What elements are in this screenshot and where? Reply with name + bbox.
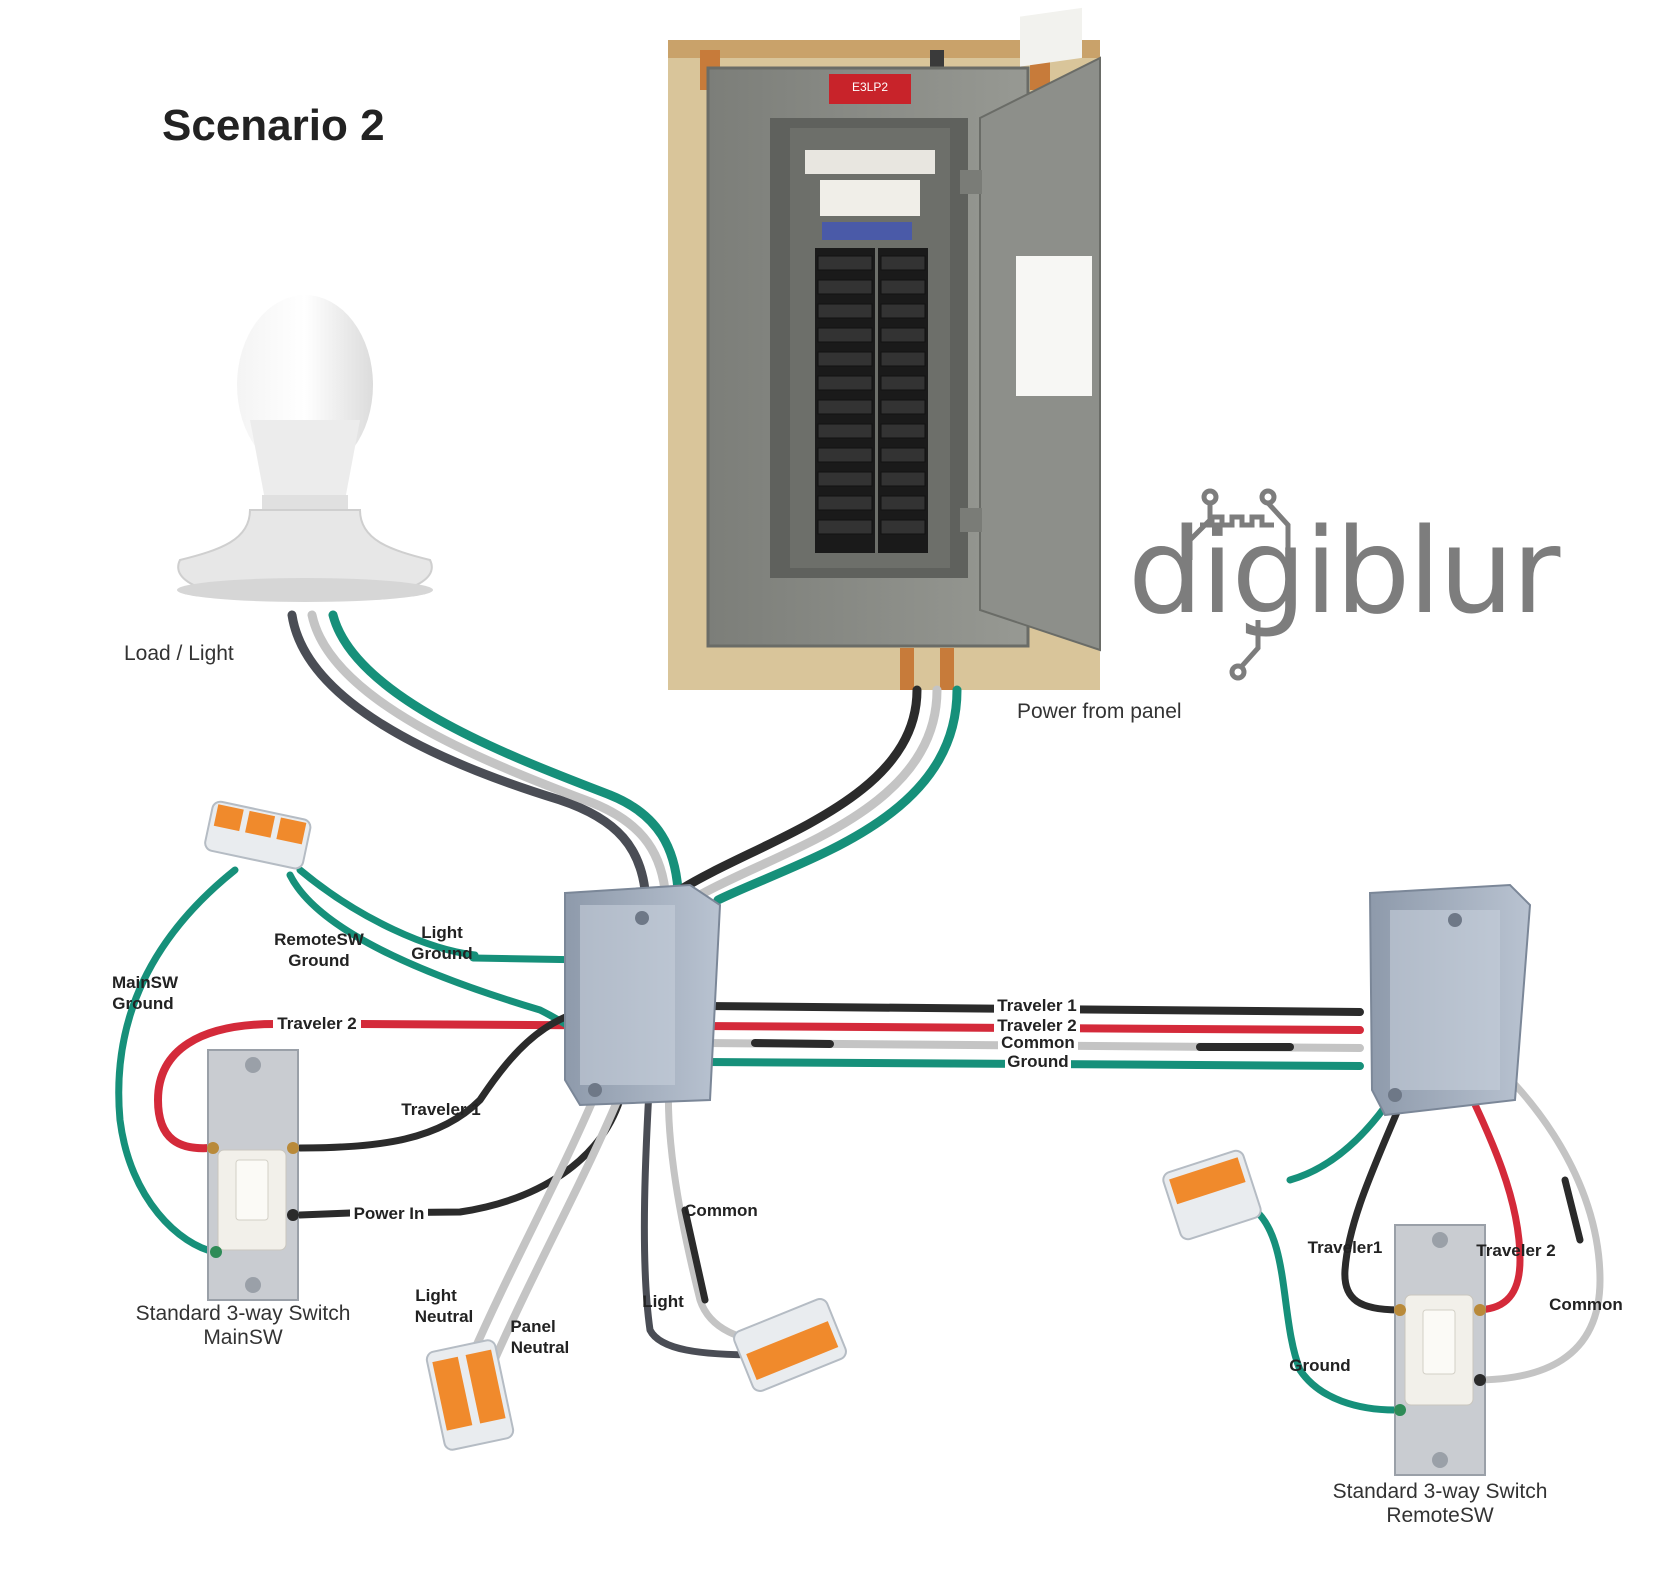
three-way-switch-remote-icon bbox=[1394, 1224, 1486, 1476]
logo-text: digiblur bbox=[1128, 502, 1561, 640]
label-remotesw-ground-2: Ground bbox=[288, 951, 349, 970]
label-light-neutral-1: Light bbox=[415, 1286, 457, 1305]
label-panel-neutral-2: Neutral bbox=[511, 1338, 570, 1357]
run-traveler2 bbox=[356, 1020, 1364, 1034]
label-run-traveler1: Traveler 1 bbox=[997, 996, 1076, 1015]
lever-connector-icon bbox=[204, 800, 312, 870]
mainsw-caption-line2: MainSW bbox=[203, 1326, 283, 1349]
light-bulb-icon bbox=[177, 295, 433, 602]
label-remote-common: Common bbox=[1549, 1295, 1623, 1314]
label-run-traveler2: Traveler 2 bbox=[997, 1016, 1076, 1035]
lever-connector-remote-icon bbox=[1162, 1149, 1262, 1241]
junction-box-remote-icon bbox=[1368, 883, 1532, 1117]
panel-cable-black bbox=[675, 685, 922, 895]
label-light-ground-2: Ground bbox=[411, 944, 472, 963]
mainsw-caption-line1: Standard 3-way Switch bbox=[136, 1302, 351, 1325]
label-power-in: Power In bbox=[354, 1204, 425, 1223]
label-traveler2-main: Traveler 2 bbox=[277, 1014, 356, 1033]
label-light-ground-1: Light bbox=[421, 923, 463, 942]
breaker-panel-icon: E3LP2 bbox=[668, 7, 1101, 690]
junction-box-icon bbox=[564, 883, 722, 1107]
light-wire bbox=[640, 1036, 764, 1359]
lever-connector-neutral-icon bbox=[425, 1339, 515, 1451]
load-light-caption: Load / Light bbox=[124, 642, 234, 665]
label-remote-traveler2: Traveler 2 bbox=[1476, 1241, 1555, 1260]
light-cable-white bbox=[307, 610, 670, 895]
label-traveler1-main: Traveler 1 bbox=[401, 1100, 480, 1119]
label-common-center: Common bbox=[684, 1201, 758, 1220]
label-remotesw-ground-1: RemoteSW bbox=[274, 930, 365, 949]
power-from-panel-caption: Power from panel bbox=[1017, 700, 1182, 723]
panel-cable-green bbox=[713, 685, 962, 905]
remote-ground-wire bbox=[1251, 1206, 1399, 1414]
remotesw-caption-line2: RemoteSW bbox=[1386, 1504, 1494, 1527]
light-cable-dark bbox=[287, 610, 650, 895]
label-run-ground: Ground bbox=[1007, 1052, 1068, 1071]
lever-connector-light-icon bbox=[733, 1298, 847, 1392]
diagram-title: Scenario 2 bbox=[162, 101, 385, 150]
label-light-neutral-2: Neutral bbox=[415, 1307, 474, 1326]
remotesw-caption-line1: Standard 3-way Switch bbox=[1333, 1480, 1548, 1503]
label-remote-ground: Ground bbox=[1289, 1356, 1350, 1375]
panel-label: E3LP2 bbox=[852, 80, 888, 94]
mainsw-ground-wire bbox=[115, 866, 239, 1256]
label-light-center: Light bbox=[642, 1292, 684, 1311]
three-way-switch-main-icon bbox=[207, 1049, 299, 1301]
label-mainsw-ground-2: Ground bbox=[112, 994, 173, 1013]
light-cable-green bbox=[328, 610, 683, 895]
wire-labels: Light Ground RemoteSW Ground MainSW Grou… bbox=[112, 923, 1623, 1375]
label-panel-neutral-1: Panel bbox=[510, 1317, 555, 1336]
label-run-common: Common bbox=[1001, 1033, 1075, 1052]
label-mainsw-ground-1: MainSW bbox=[112, 973, 179, 992]
mainsw-traveler2-wire bbox=[154, 1020, 279, 1153]
digiblur-logo-icon: digiblur bbox=[1128, 488, 1563, 681]
panel-cable-white bbox=[695, 685, 942, 900]
label-remote-traveler1: Traveler1 bbox=[1308, 1238, 1383, 1257]
